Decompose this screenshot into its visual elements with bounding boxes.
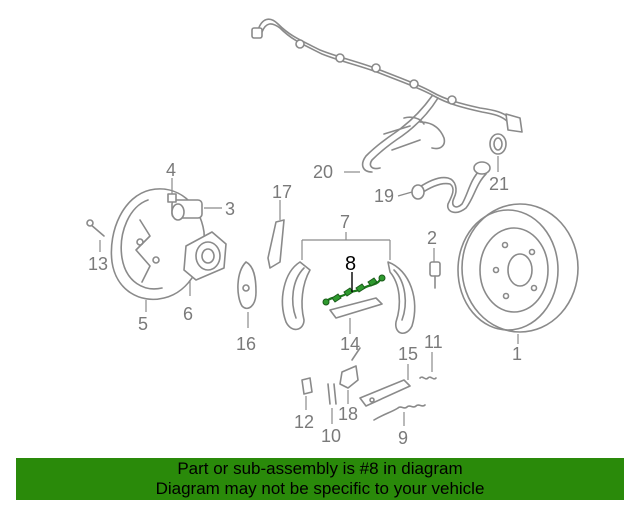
part-16-plate	[237, 261, 257, 328]
part-15-lever	[359, 364, 411, 407]
callout-9: 9	[398, 428, 408, 448]
callout-17: 17	[272, 182, 292, 202]
callout-21: 21	[489, 174, 509, 194]
callout-19: 19	[374, 186, 394, 206]
part-9-spring	[373, 404, 426, 426]
callout-13: 13	[88, 254, 108, 274]
part-21-grommet	[489, 133, 507, 172]
callout-11: 11	[424, 332, 443, 352]
part-7-brake-shoes	[281, 232, 416, 334]
info-banner: Part or sub-assembly is #8 in diagram Di…	[16, 458, 624, 500]
callout-7: 7	[340, 212, 350, 232]
part-12-clip	[301, 377, 313, 410]
callout-12: 12	[294, 412, 314, 432]
callout-15: 15	[398, 344, 418, 364]
leader-lines	[145, 171, 519, 344]
banner-line-part-number: Part or sub-assembly is #8 in diagram	[177, 459, 463, 478]
part-19-sensor-cable	[411, 161, 491, 214]
part-11-spring	[419, 352, 437, 380]
callout-4: 4	[166, 160, 176, 180]
callout-14: 14	[340, 334, 360, 354]
abs-wire-harness	[251, 18, 523, 173]
part-8-spring-highlighted	[322, 272, 386, 306]
callout-8-highlighted: 8	[345, 253, 356, 275]
callout-1: 1	[512, 344, 522, 364]
banner-line-disclaimer: Diagram may not be specific to your vehi…	[155, 479, 485, 498]
callout-5: 5	[138, 314, 148, 334]
part-13-bolt	[86, 219, 105, 252]
callout-2: 2	[427, 228, 437, 248]
callout-3: 3	[225, 199, 235, 219]
part-3-wheel-cylinder	[171, 199, 222, 221]
callout-10: 10	[321, 426, 341, 446]
part-4-bleeder	[167, 178, 177, 203]
part-17-clip	[267, 200, 285, 269]
part-18-adjuster	[339, 347, 361, 404]
callout-18: 18	[338, 404, 358, 424]
callout-16: 16	[236, 334, 256, 354]
callout-labels: 1 2 3 4 5 6 7 8 9 10 11 12 13 14 15 16 1…	[88, 160, 522, 448]
part-1-brake-drum	[457, 203, 579, 333]
callout-20: 20	[313, 162, 333, 182]
part-2-bolt	[429, 261, 441, 289]
parts-diagram: 1 2 3 4 5 6 7 8 9 10 11 12 13 14 15 16 1…	[86, 18, 579, 448]
part-6-hub	[183, 231, 227, 296]
callout-6: 6	[183, 304, 193, 324]
part-10-pin	[327, 383, 337, 424]
part-14-strut	[329, 297, 383, 334]
